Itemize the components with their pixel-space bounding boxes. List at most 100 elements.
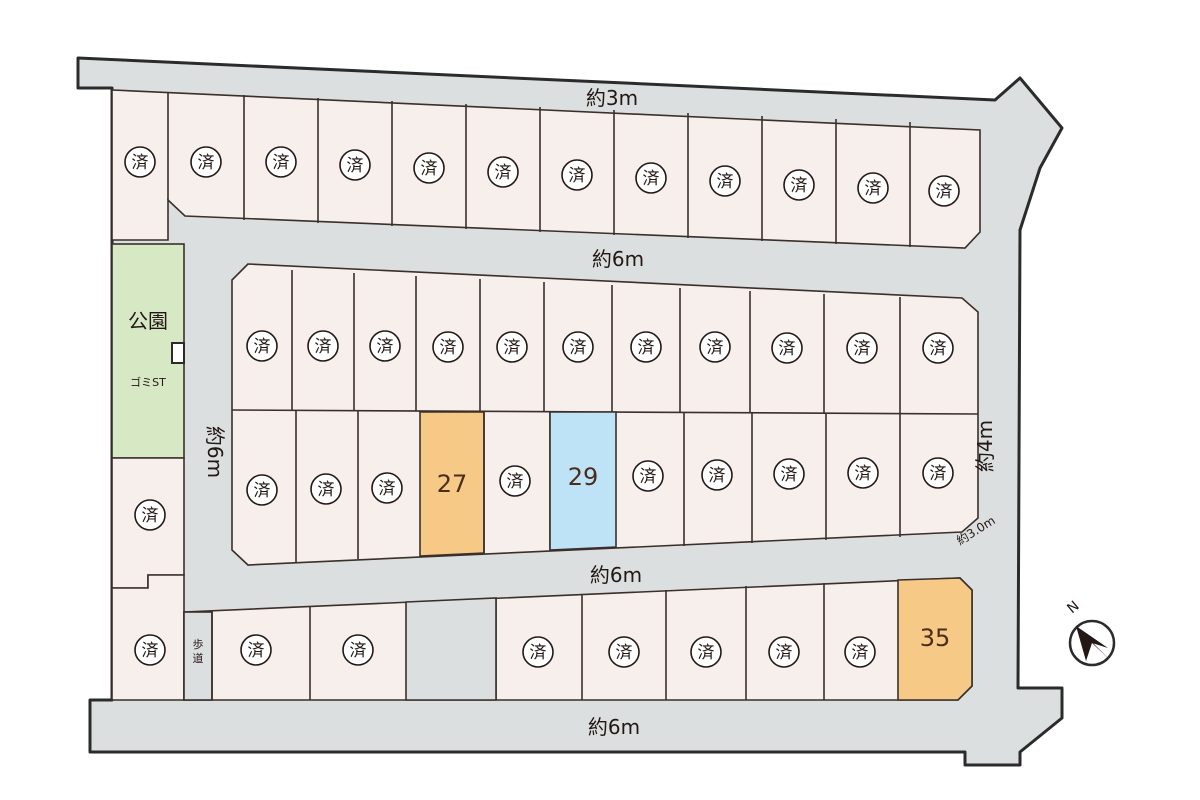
sold-mark: 済 <box>246 330 278 362</box>
sold-mark-text: 済 <box>707 338 724 358</box>
sold-mark-circle <box>922 457 954 489</box>
sold-mark: 済 <box>432 331 464 363</box>
sold-mark: 済 <box>771 332 803 364</box>
sold-mark-circle <box>190 146 222 178</box>
sold-mark-circle <box>635 162 667 194</box>
sold-mark-circle <box>701 459 733 491</box>
sold-mark-circle <box>847 457 879 489</box>
sold-mark-text: 済 <box>791 176 808 196</box>
sold-mark: 済 <box>369 330 401 362</box>
sold-mark: 済 <box>773 458 805 490</box>
sold-mark: 済 <box>413 152 445 184</box>
sold-mark-text: 済 <box>855 464 872 484</box>
sold-mark-text: 済 <box>379 479 396 499</box>
sold-mark: 済 <box>487 156 519 188</box>
sold-mark-circle <box>265 146 297 178</box>
sold-mark: 済 <box>630 331 662 363</box>
sold-mark: 済 <box>690 636 722 668</box>
sold-mark: 済 <box>265 146 297 178</box>
sold-mark-text: 済 <box>570 338 587 358</box>
north-arrow: N <box>1064 598 1116 667</box>
sold-mark-circle <box>562 331 594 363</box>
sold-mark-text: 済 <box>142 641 159 661</box>
lot-27-number: 27 <box>437 470 468 498</box>
sold-mark-text: 済 <box>709 466 726 486</box>
sold-mark-text: 済 <box>495 163 512 183</box>
sold-mark-circle <box>928 175 960 207</box>
sold-mark-circle <box>773 458 805 490</box>
sold-mark-circle <box>630 331 662 363</box>
sold-marks: 済済済済済済済済済済済済済済済済済済済済済済済済済済済済済済済済済済済済済済済済… <box>124 146 960 668</box>
sidewalk-label: 歩道 <box>193 637 204 665</box>
sold-mark: 済 <box>562 331 594 363</box>
sold-mark-text: 済 <box>504 338 521 358</box>
sold-mark: 済 <box>783 169 815 201</box>
sold-mark-circle <box>246 474 278 506</box>
sold-mark-text: 済 <box>865 179 882 199</box>
sold-mark: 済 <box>342 634 374 666</box>
sidewalk-char: 歩 <box>193 637 204 651</box>
sold-mark: 済 <box>307 330 339 362</box>
sold-mark-text: 済 <box>854 339 871 359</box>
sold-mark-text: 済 <box>254 481 271 501</box>
sold-mark-text: 済 <box>377 337 394 357</box>
bottom-block <box>183 577 973 701</box>
lot-29[interactable] <box>549 411 617 551</box>
sold-mark-circle <box>709 165 741 197</box>
sold-mark-text: 済 <box>198 153 215 173</box>
sold-mark: 済 <box>922 457 954 489</box>
sold-mark: 済 <box>561 159 593 191</box>
sold-mark-text: 済 <box>142 506 159 526</box>
sold-mark: 済 <box>844 636 876 668</box>
sold-mark-circle <box>432 331 464 363</box>
sold-mark-circle <box>699 331 731 363</box>
sold-mark-text: 済 <box>717 172 734 192</box>
sold-mark: 済 <box>928 175 960 207</box>
garbage-station <box>171 342 185 364</box>
sold-mark-circle <box>134 634 166 666</box>
sold-mark: 済 <box>371 472 403 504</box>
sold-mark-circle <box>496 331 528 363</box>
sold-mark: 済 <box>339 149 371 181</box>
sold-mark-text: 済 <box>640 467 657 487</box>
sold-mark-circle <box>413 152 445 184</box>
sold-mark-text: 済 <box>350 641 367 661</box>
sold-mark-circle <box>844 636 876 668</box>
sold-mark-text: 済 <box>507 472 524 492</box>
sold-mark-circle <box>339 149 371 181</box>
sold-mark-circle <box>246 330 278 362</box>
sold-mark: 済 <box>496 331 528 363</box>
sold-mark-text: 済 <box>852 643 869 663</box>
sold-mark-text: 済 <box>616 643 633 663</box>
sold-mark-circle <box>632 460 664 492</box>
sold-mark-circle <box>134 499 166 531</box>
sold-mark-circle <box>307 330 339 362</box>
sold-mark: 済 <box>701 459 733 491</box>
sold-mark-circle <box>561 159 593 191</box>
sold-mark-text: 済 <box>643 169 660 189</box>
sold-mark: 済 <box>134 634 166 666</box>
sold-mark: 済 <box>190 146 222 178</box>
sold-mark-text: 済 <box>638 338 655 358</box>
sold-mark-text: 済 <box>273 153 290 173</box>
sold-mark-text: 済 <box>930 464 947 484</box>
gomi-label: ゴミST <box>130 375 166 389</box>
sold-mark-text: 済 <box>315 337 332 357</box>
sold-mark-text: 済 <box>318 480 335 500</box>
sold-mark: 済 <box>240 634 272 666</box>
sold-mark-circle <box>608 636 640 668</box>
road-label-lower-inner: 約6m <box>590 563 642 587</box>
sold-mark: 済 <box>846 332 878 364</box>
sold-mark-text: 済 <box>347 156 364 176</box>
sold-mark-circle <box>499 465 531 497</box>
lot-35[interactable] <box>897 577 973 701</box>
sold-mark-text: 済 <box>421 159 438 179</box>
sold-mark: 済 <box>635 162 667 194</box>
sold-mark-text: 済 <box>254 337 271 357</box>
sold-mark-text: 済 <box>930 339 947 359</box>
sold-mark: 済 <box>632 460 664 492</box>
sold-mark-text: 済 <box>781 465 798 485</box>
lot-29-number: 29 <box>568 463 599 491</box>
compass-letter: N <box>1064 598 1082 617</box>
